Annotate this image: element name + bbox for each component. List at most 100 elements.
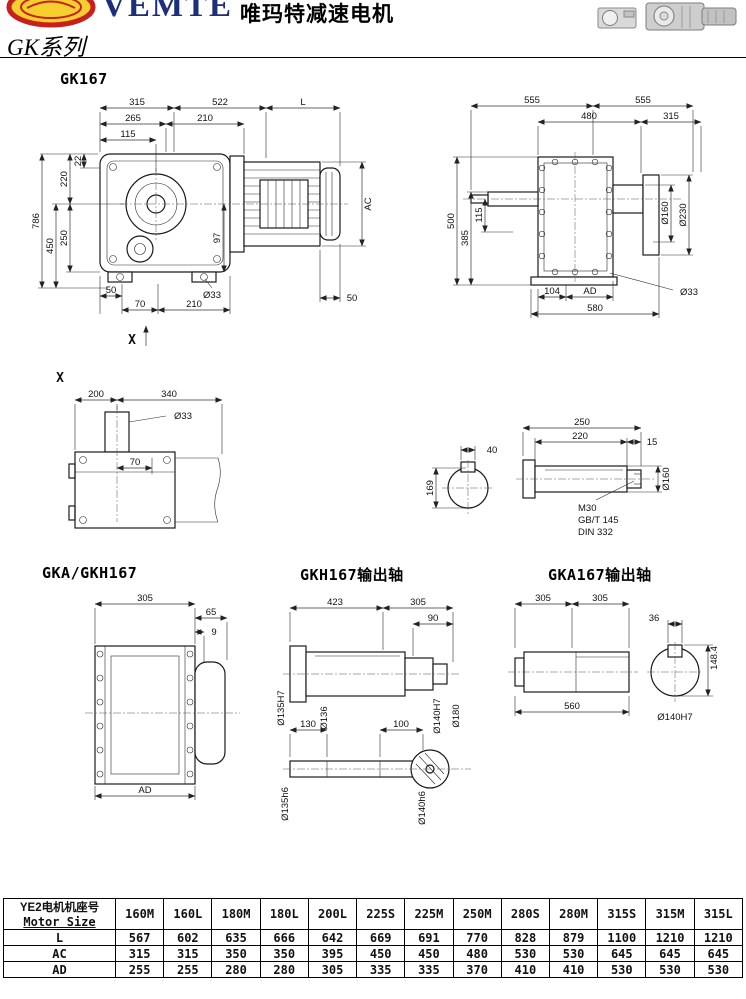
drawing-title-gka-gkh167: GKA/GKH167 [42,564,138,582]
drawing-title-gkh167-shaft: GKH167输出轴 [300,566,404,584]
x-detail-dimensions: 200 340 Ø33 70 [74,389,223,474]
table-cell: 645 [693,945,744,962]
dim-section-220: 220 [572,431,588,442]
table-cell: 395 [307,945,358,962]
col-header-280M: 280M [548,898,599,930]
motor [120,155,348,253]
table-cell: 669 [356,929,406,946]
row-label-L: L [3,929,116,946]
table-cell: 370 [452,961,502,978]
dim-side-dia230: Ø230 [678,203,689,226]
dim-front-115: 115 [120,129,135,140]
side-view-dimensions: 555 555 480 315 500 385 115 104 AD 580 Ø… [446,95,702,318]
table-cell: 1210 [645,929,695,946]
table-cell: 642 [307,929,358,946]
table-cell: 530 [645,961,695,978]
dim-side-385: 385 [460,230,471,246]
table-cell: 770 [452,929,502,946]
dim-front-220: 220 [59,171,70,187]
dim-gkh-dia135h6: Ø135h6 [280,787,291,821]
dim-gkh-dia140h6: Ø140h6 [417,791,428,825]
dim-front-70: 70 [135,299,146,310]
thread-standard-gbt: GB/T 145 [578,515,619,526]
table-cell: 315 [114,945,165,962]
dim-gka-65: 65 [206,607,217,618]
brand-logo [6,0,96,28]
col-header-315S: 315S [597,898,647,930]
row-label-AC: AC [3,945,116,962]
col-header-160L: 160L [163,898,213,930]
dim-x-dia33: Ø33 [174,411,192,422]
dim-side-AD: AD [583,286,596,297]
dim-gkh-90: 90 [428,613,439,624]
x-detail-drawing: X 200 340 Ø33 70 [56,371,223,529]
table-cell: 666 [259,929,309,946]
dim-front-210-bottom: 210 [186,299,202,310]
brand-name: VEMTE [102,0,234,24]
dim-front-L: L [300,97,305,108]
dim-gka167-148: 148.4 [709,646,720,670]
col-header-200L: 200L [307,898,358,930]
table-cell: 635 [211,929,261,946]
dim-side-dia33: Ø33 [680,287,698,298]
dim-side-500: 500 [446,213,457,229]
x-detail-title: X [56,371,64,386]
dim-front-250: 250 [59,230,70,246]
brand-subtitle: 唯玛特减速电机 [240,3,394,26]
gka-shaft-geometry [508,642,703,702]
gearbox-housing [99,153,231,283]
table-cell: 410 [548,961,599,978]
dim-section-169: 169 [425,480,436,496]
dim-front-50-left: 50 [106,285,117,296]
col-header-315M: 315M [645,898,695,930]
dim-side-dia160: Ø160 [660,201,671,224]
dim-side-555-right: 555 [635,95,651,106]
table-cell: 255 [114,961,165,978]
dim-gkh-dia135H7: Ø135H7 [276,690,287,725]
dim-gkh-dia136: Ø136 [319,706,330,729]
shaft-end-sections-drawing: 40 169 250 220 15 M30 GB/T 145 DIN 332 Ø… [425,417,672,538]
gearbox-photo-sketch [597,2,737,31]
table-cell: 645 [597,945,647,962]
table-cell: 879 [548,929,599,946]
dim-front-97: 97 [212,233,223,244]
table-header-cn: YE2电机机座号 [19,902,100,914]
dim-section-250: 250 [574,417,590,428]
page-header: VEMTE 唯玛特减速电机 [0,0,746,32]
table-cell: 530 [500,945,550,962]
gkh-shaft-upper: 423 305 90 Ø135H7 Ø136 Ø140H7 Ø180 [276,597,462,734]
gkh-shaft-lower: 130 100 Ø135h6 Ø140h6 [280,719,471,825]
table-cell: 602 [163,929,213,946]
dim-side-104: 104 [544,286,560,297]
drawing-title-gka167-shaft: GKA167输出轴 [548,566,652,584]
table-cell: 1210 [693,929,744,946]
thread-standard-din: DIN 332 [578,527,613,538]
dim-gkh-305: 305 [410,597,426,608]
table-cell: 530 [693,961,744,978]
header-product-image [594,0,742,32]
header-rule [0,57,746,58]
dim-gka-9: 9 [211,627,216,638]
x-detail-geometry [68,406,221,529]
dim-gka-305: 305 [137,593,153,604]
gka-gkh-dimensions: 305 65 9 AD [94,593,228,800]
table-row-AC: AC 315 315 350 350 395 450 450 480 530 5… [3,945,744,962]
table-cell: 410 [500,961,550,978]
thread-spec-m30: M30 [578,503,596,514]
motor-size-table: YE2电机机座号 Motor Size 160M 160L 180M 180L … [3,898,744,978]
dim-x-340: 340 [161,389,177,400]
col-header-250M: 250M [452,898,502,930]
table-row-AD: AD 255 255 280 280 305 335 335 370 410 4… [3,961,744,978]
dim-gkh-dia180: Ø180 [451,704,462,727]
table-cell: 350 [211,945,261,962]
dim-section-40: 40 [487,445,498,456]
dim-front-786: 786 [31,213,42,229]
table-cell: 450 [356,945,406,962]
dim-side-115: 115 [474,207,485,222]
dim-gkh-423: 423 [327,597,343,608]
col-header-225M: 225M [404,898,454,930]
gkh167-output-shaft-drawing: 423 305 90 Ø135H7 Ø136 Ø140H7 Ø180 130 1… [276,597,471,825]
table-cell: 480 [452,945,502,962]
dim-side-315: 315 [663,111,679,122]
table-row-L: L 567 602 635 666 642 669 691 770 828 87… [3,929,744,946]
